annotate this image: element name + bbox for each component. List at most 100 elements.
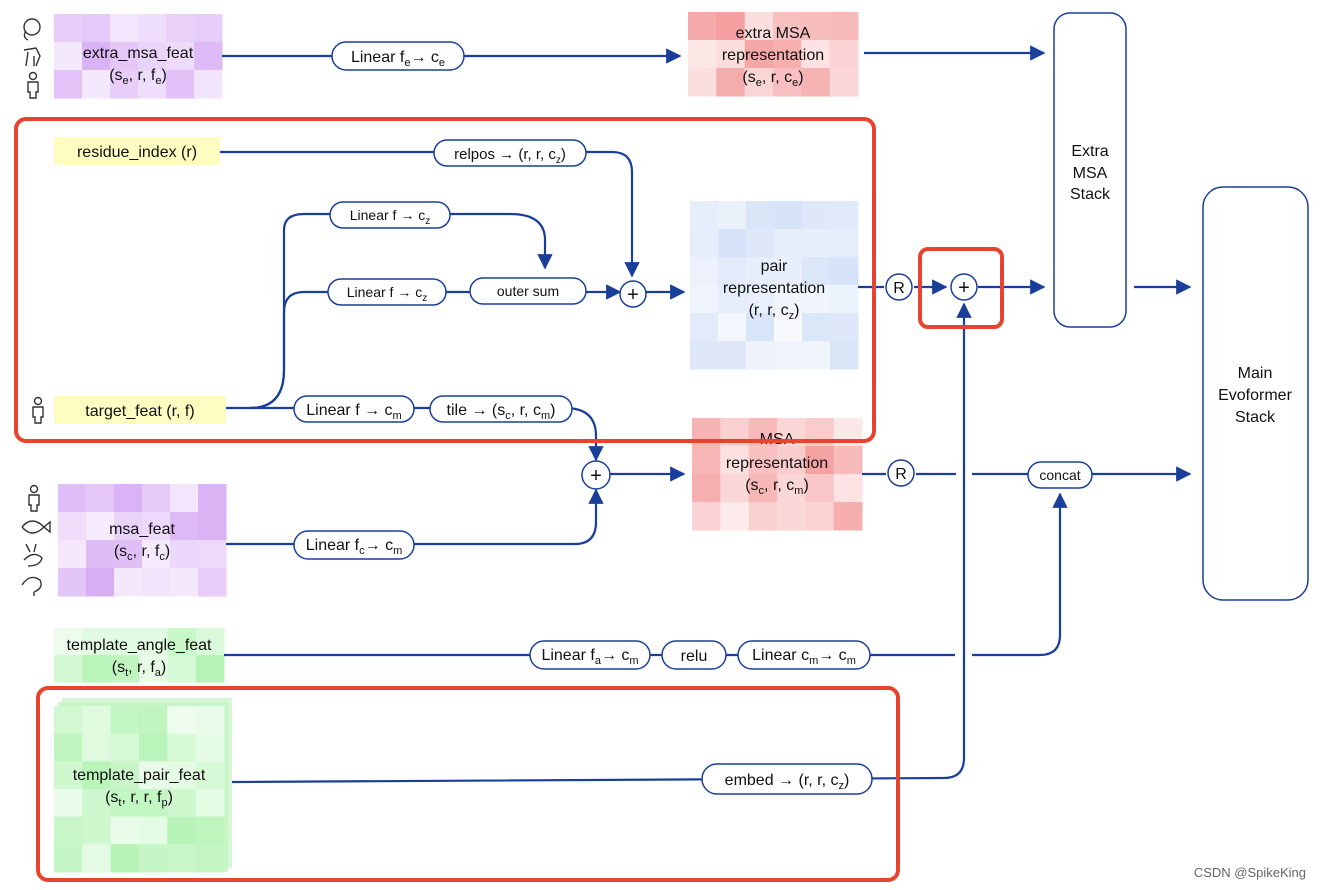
heatmap-cell: [195, 628, 225, 656]
svg-text:tile → (sc, r, cm): tile → (sc, r, cm): [447, 402, 556, 422]
heatmap-cell: [82, 14, 111, 43]
heatmap-cell: [82, 733, 112, 762]
heatmap-cell: [718, 201, 747, 230]
heatmap-cell: [195, 655, 225, 683]
heatmap-cell: [82, 70, 111, 99]
heatmap-cell: [746, 313, 775, 342]
extra-msa-rep-line1: extra MSA: [736, 25, 811, 42]
extra-msa-feat-dims: (se, r, fe): [109, 67, 167, 87]
heatmap-cell: [748, 446, 778, 475]
heatmap-cell: [114, 484, 143, 513]
heatmap-cell: [801, 12, 831, 41]
heatmap-cell: [54, 70, 83, 99]
heatmap-cell: [86, 540, 115, 569]
template-pair-feat-grid: [54, 706, 225, 873]
heatmap-cell: [195, 816, 225, 845]
heatmap-cell: [110, 789, 140, 818]
heatmap-cell: [688, 68, 717, 97]
msa-feat-label: msa_feat: [109, 521, 175, 538]
heatmap-cell: [829, 40, 859, 69]
heatmap-cell: [774, 285, 803, 314]
heatmap-cell: [167, 789, 197, 818]
heatmap-cell: [110, 655, 140, 683]
heatmap-cell: [198, 484, 227, 513]
heatmap-cell: [138, 14, 167, 43]
heatmap-cell: [773, 40, 802, 69]
heatmap-cell: [690, 257, 719, 286]
heatmap-cell: [82, 761, 112, 790]
op-linear-fe-ce: Linear fe→ ce: [331, 41, 465, 71]
heatmap-cell: [114, 512, 143, 541]
heatmap-cell: [58, 512, 87, 541]
heatmap-cell: [195, 706, 225, 735]
msa-rep-dims: (sc, r, cm): [745, 477, 809, 497]
heatmap-cell: [167, 706, 197, 735]
extra-msa-stack: Extra MSA Stack: [1053, 12, 1127, 328]
heatmap-cell: [110, 816, 140, 845]
heatmap-cell: [718, 313, 747, 342]
main-evoformer-stack: Main Evoformer Stack: [1202, 186, 1309, 601]
msa-representation: MSA representation (sc, r, cm): [692, 418, 863, 531]
extra-msa-stack-line3: Stack: [1070, 186, 1111, 203]
heatmap-cell: [195, 844, 225, 873]
msa-feat-box: msa_feat (sc, r, fc): [58, 484, 227, 597]
heatmap-cell: [744, 12, 774, 41]
heatmap-cell: [167, 655, 197, 683]
svg-text:+: +: [590, 465, 602, 487]
heatmap-cell: [86, 512, 115, 541]
heatmap-cell: [54, 14, 83, 43]
heatmap-cell: [198, 540, 227, 569]
heatmap-cell: [688, 40, 717, 69]
residue-index-label: residue_index (r): [77, 144, 197, 161]
highlight-pair-embedding: [14, 117, 876, 443]
heatmap-cell: [718, 229, 747, 258]
heatmap-cell: [138, 42, 167, 71]
heatmap-cell: [830, 257, 859, 286]
pair-rep-dims: (r, r, cz): [749, 302, 800, 322]
heatmap-cell: [194, 70, 223, 99]
human-icon: [27, 71, 39, 99]
heatmap-cell: [748, 474, 778, 503]
op-linear-f-cm: Linear f → cm: [293, 395, 415, 423]
heatmap-cell: [166, 70, 195, 99]
heatmap-cell: [774, 313, 803, 342]
heatmap-cell: [54, 628, 83, 656]
pair-rep-line1: pair: [761, 258, 788, 275]
msa-rep-line2: representation: [726, 455, 828, 472]
svg-text:relu: relu: [681, 648, 708, 665]
heatmap-cell: [746, 257, 775, 286]
heatmap-cell: [830, 229, 859, 258]
heatmap-cell: [167, 761, 197, 790]
op-tile: tile → (sc, r, cm): [429, 395, 573, 423]
arrow-outer-sum: [249, 284, 622, 410]
msa-feat-dims: (sc, r, fc): [114, 543, 170, 563]
svg-text:Linear fc→ cm: Linear fc→ cm: [306, 537, 403, 557]
template-angle-feat-label: template_angle_feat: [67, 637, 213, 654]
extra-msa-representation: extra MSA representation (se, r, ce): [688, 12, 859, 97]
heatmap-cell: [690, 201, 719, 230]
heatmap-cell: [829, 68, 859, 97]
heatmap-cell: [110, 706, 140, 735]
evoformer-line1: Main: [1238, 365, 1273, 382]
heatmap-cell: [58, 484, 87, 513]
svg-text:R: R: [895, 466, 907, 483]
svg-text:relpos → (r, r, cz): relpos → (r, r, cz): [454, 146, 566, 166]
heatmap-cell: [746, 201, 775, 230]
extra-msa-feat-label: extra_msa_feat: [83, 45, 194, 62]
heatmap-cell: [830, 201, 859, 230]
heatmap-cell: [110, 844, 140, 873]
heatmap-cell: [110, 14, 139, 43]
heatmap-cell: [54, 706, 83, 735]
heatmap-cell: [82, 628, 112, 656]
residue-index-box: residue_index (r): [54, 137, 220, 165]
evoformer-line2: Evoformer: [1218, 387, 1292, 404]
heatmap-cell: [142, 540, 171, 569]
heatmap-cell: [54, 844, 83, 873]
evoformer-line3: Stack: [1235, 409, 1276, 426]
heatmap-cell: [54, 761, 83, 790]
arrow-template-angle-to-concat: [972, 492, 1068, 657]
heatmap-cell: [194, 14, 223, 43]
heatmap-cell: [802, 341, 831, 370]
organism-icons: [21, 18, 51, 596]
watermark: CSDN @SpikeKing: [1194, 865, 1306, 880]
